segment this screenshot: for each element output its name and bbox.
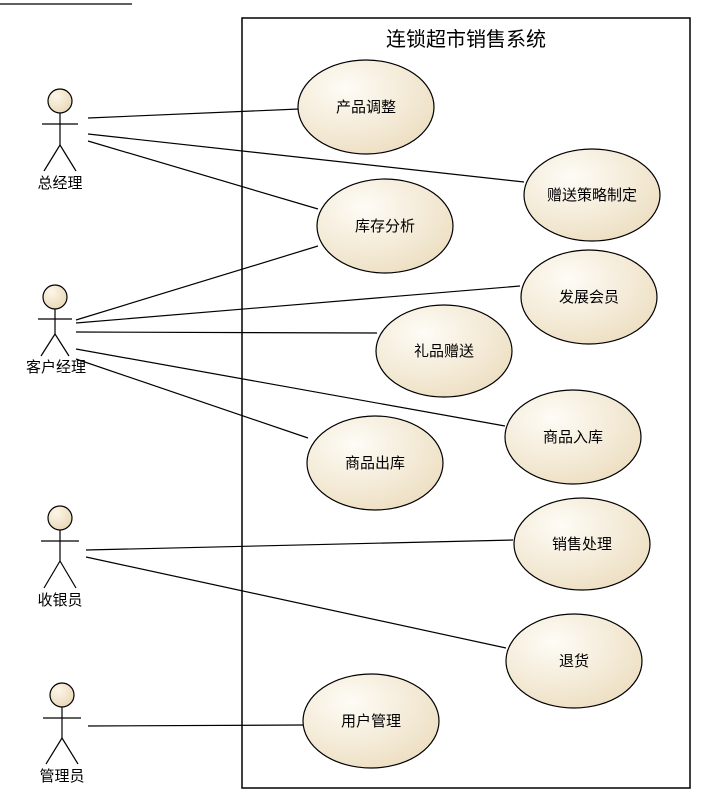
assoc-gm-gift-policy — [87, 133, 525, 183]
assoc-gm-inventory-analysis — [87, 140, 319, 210]
associations — [75, 108, 525, 727]
assoc-cm-goods-out — [75, 358, 309, 439]
use-case-inventory-analysis[interactable]: 库存分析 — [316, 178, 454, 274]
use-case-goods-out[interactable]: 商品出库 — [306, 415, 444, 511]
use-case-return-goods[interactable]: 退货 — [505, 613, 643, 709]
use-case-goods-in[interactable]: 商品入库 — [504, 389, 642, 485]
use-case-label: 商品入库 — [543, 428, 603, 446]
assoc-cm-inventory-analysis — [75, 245, 319, 321]
actor-cashier[interactable]: 收银员 — [37, 505, 83, 609]
actor-leg-right — [54, 333, 70, 357]
actor-customer-manager[interactable]: 客户经理 — [26, 284, 86, 376]
use-case-member-development[interactable]: 发展会员 — [520, 249, 658, 345]
assoc-cm-gift-giving — [75, 331, 378, 334]
assoc-cm-member-development — [75, 285, 521, 324]
actor-head-icon — [47, 88, 73, 114]
use-case-label: 赠送策略制定 — [547, 186, 637, 204]
actor-label: 总经理 — [37, 174, 82, 192]
assoc-gm-product-adjust — [87, 108, 300, 119]
use-case-label: 商品出库 — [345, 454, 405, 472]
use-case-label: 退货 — [559, 652, 589, 670]
use-case-sales-processing[interactable]: 销售处理 — [513, 497, 651, 591]
actor-leg-right — [59, 144, 77, 172]
use-case-gift-giving[interactable]: 礼品赠送 — [375, 304, 513, 398]
actor-leg-left — [40, 333, 56, 357]
use-case-product-adjust[interactable]: 产品调整 — [297, 59, 435, 155]
use-case-user-management[interactable]: 用户管理 — [302, 673, 440, 769]
use-case-label: 库存分析 — [355, 217, 415, 235]
use-case-gift-policy[interactable]: 赠送策略制定 — [523, 148, 661, 242]
actor-leg-left — [45, 737, 63, 765]
actor-leg-right — [61, 737, 79, 765]
actor-head-icon — [49, 682, 75, 708]
actor-label: 收银员 — [37, 591, 82, 609]
actor-general-manager[interactable]: 总经理 — [37, 88, 83, 192]
use-case-label: 产品调整 — [336, 98, 396, 116]
assoc-cashier-return — [85, 556, 507, 649]
actor-leg-left — [43, 560, 61, 589]
use-case-label: 发展会员 — [559, 288, 619, 306]
use-case-label: 用户管理 — [341, 712, 401, 730]
assoc-admin-user-management — [87, 724, 304, 727]
assoc-cm-goods-in — [75, 348, 506, 427]
actor-label: 客户经理 — [26, 358, 86, 376]
assoc-cashier-sales — [85, 539, 514, 551]
actor-leg-left — [43, 144, 61, 172]
system-boundary — [241, 17, 691, 789]
actor-head-icon — [47, 505, 73, 531]
actor-label: 管理员 — [39, 767, 84, 785]
actor-head-icon — [42, 284, 68, 310]
actor-administrator[interactable]: 管理员 — [39, 682, 85, 785]
system-title: 连锁超市销售系统 — [386, 27, 546, 51]
use-case-label: 礼品赠送 — [414, 342, 474, 360]
actor-leg-right — [59, 560, 77, 589]
use-case-label: 销售处理 — [552, 535, 612, 553]
